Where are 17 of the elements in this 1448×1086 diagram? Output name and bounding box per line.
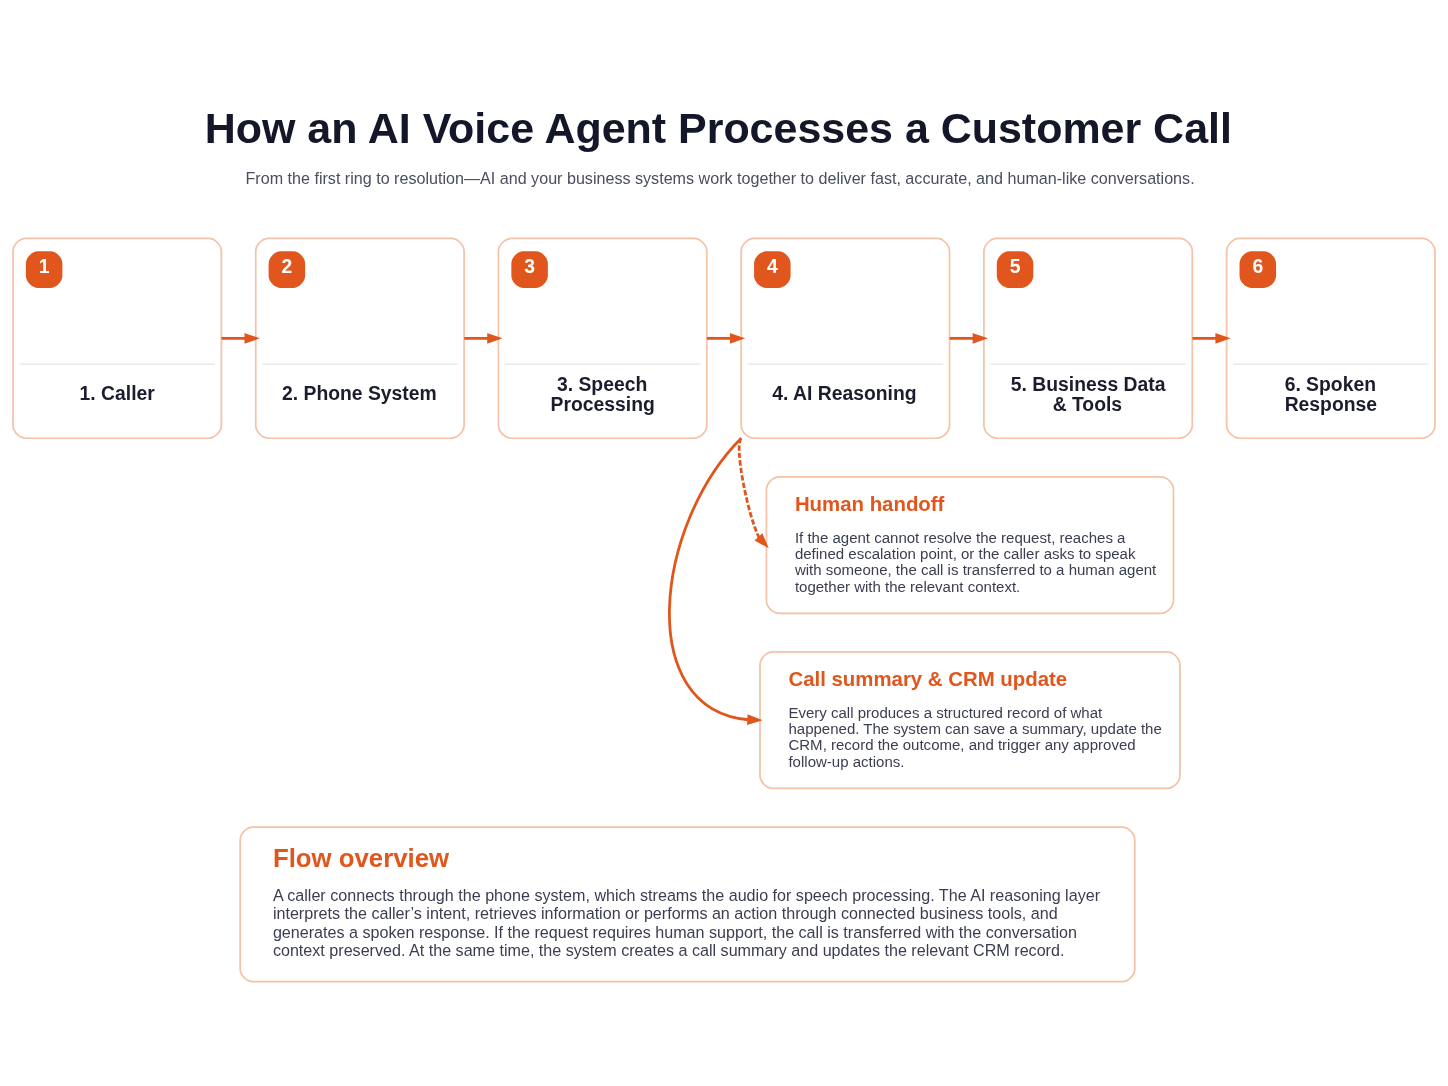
node-box: 1 1. Caller: [12, 237, 223, 439]
node-box: Flow overview A caller connects through the phone system, which streams the audio for speech processing. The AI reasoning layer interprets the caller’s intent, retrieves information or performs an action through connected business tools, and generates a spoken response. If the request requires human support, the call is transferred with the conversation context preserved. At the same time, the system creates a call summary and updates the relevant CRM record.: [239, 825, 1136, 983]
node-box: 2 2. Phone System: [254, 237, 465, 439]
arrow: [949, 332, 988, 344]
node-box: 4 4. AI Reasoning: [740, 237, 951, 439]
arrow: [706, 332, 746, 344]
arrow: [464, 332, 503, 344]
arrow: [1192, 332, 1231, 344]
node-box: Human handoff If the agent cannot resolve the request, reaches a defined escalation point, or the caller asks to speak with someone, the call is transferred to a human agent together with the relevant context.: [765, 475, 1175, 614]
arrow: [221, 332, 260, 344]
arrow: [668, 436, 763, 725]
label: From the first ring to resolution—AI and your business systems work together to deliver fast, accurate, and human-like conversations.: [245, 168, 1195, 187]
node-box: 6 6. Spoken Response: [1225, 237, 1436, 439]
diagram-title: How an AI Voice Agent Processes a Customer Call: [204, 103, 1232, 152]
node-box: 5 5. Business Data & Tools: [983, 237, 1194, 439]
node-box: 3 3. Speech Processing: [497, 237, 708, 439]
node-box: Call summary & CRM update Every call produces a structured record of what happened. The system can save a summary, update the CRM, record the outcome, and trigger any approved follow-up actions.: [759, 650, 1181, 789]
